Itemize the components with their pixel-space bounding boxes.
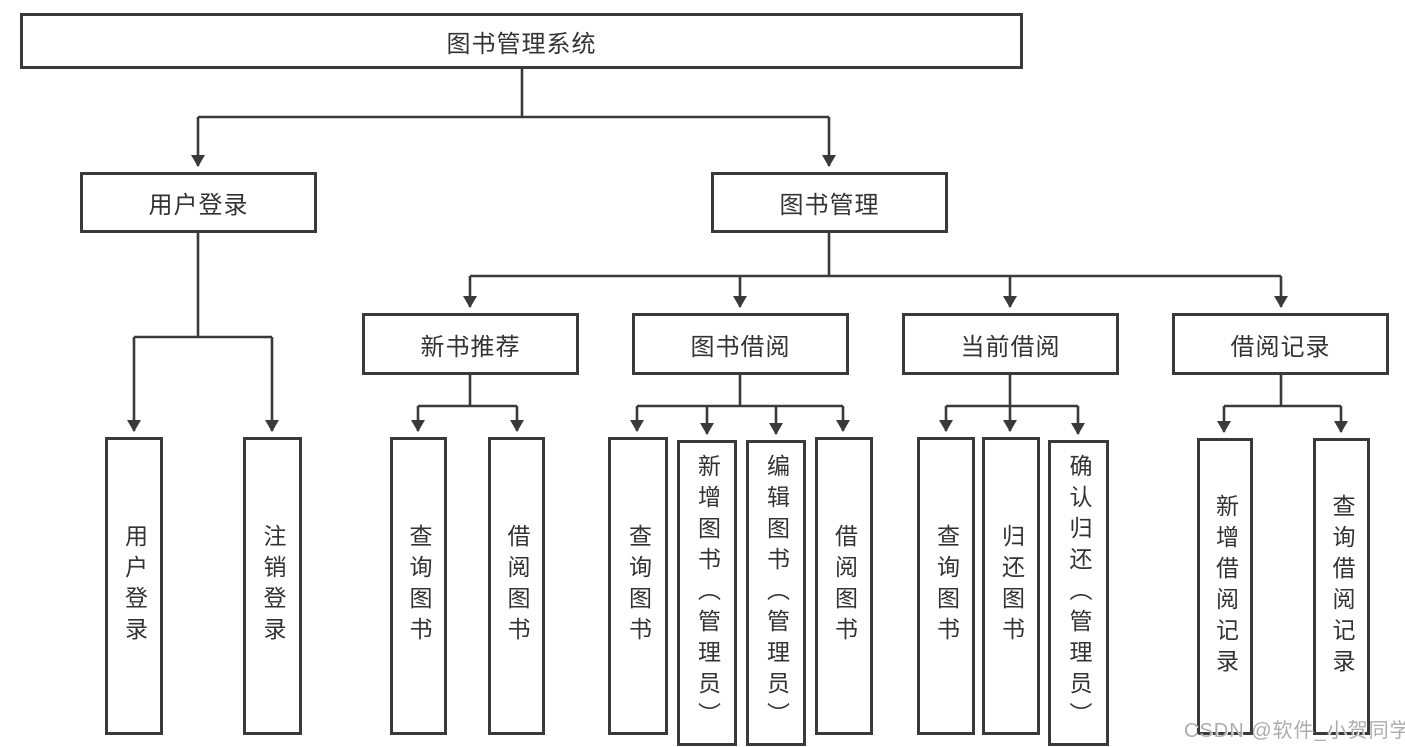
node-label: 注销登录 [260, 524, 286, 648]
leaf-rec-borrow-books: 借阅图书 [488, 437, 545, 735]
leaf-bb-borrow-books: 借阅图书 [815, 437, 873, 735]
node-label: 借阅记录 [1230, 333, 1331, 361]
leaf-cb-return-books: 归还图书 [982, 437, 1040, 735]
node-label: 编辑图书（管理员） [763, 453, 790, 733]
node-new-book-rec: 新书推荐 [362, 313, 579, 375]
node-label: 查询借阅记录 [1329, 493, 1355, 680]
csdn-watermark: CSDN @软件_小贺同学 [1184, 720, 1405, 742]
leaf-user-login: 用户登录 [105, 437, 163, 735]
leaf-cb-confirm-return-admin: 确认归还（管理员） [1048, 440, 1109, 746]
node-book-borrow: 图书借阅 [632, 313, 849, 375]
node-label: 新书推荐 [420, 333, 521, 361]
node-label: 图书管理系统 [446, 30, 597, 58]
node-label: 新增图书（管理员） [694, 453, 721, 733]
node-label: 用户登录 [121, 524, 148, 648]
leaf-bb-query-books: 查询图书 [608, 437, 668, 735]
node-label: 查询图书 [406, 524, 432, 648]
node-label: 借阅图书 [831, 524, 858, 648]
node-current-borrow: 当前借阅 [902, 313, 1119, 375]
node-user-login: 用户登录 [80, 172, 317, 233]
node-book-mgmt: 图书管理 [711, 172, 948, 233]
leaf-bb-add-books-admin: 新增图书（管理员） [677, 440, 737, 746]
node-label: 图书管理 [779, 192, 880, 219]
node-root-system: 图书管理系统 [20, 13, 1023, 69]
leaf-bb-edit-books-admin: 编辑图书（管理员） [746, 440, 806, 746]
node-label: 借阅图书 [504, 524, 530, 648]
node-label: 查询图书 [625, 524, 652, 648]
node-label: 图书借阅 [690, 333, 791, 361]
node-label: 新增借阅记录 [1212, 493, 1239, 680]
node-label: 当前借阅 [960, 333, 1061, 361]
node-label: 归还图书 [998, 524, 1025, 648]
leaf-logout: 注销登录 [243, 437, 302, 735]
node-borrow-records: 借阅记录 [1172, 313, 1389, 375]
node-label: 确认归还（管理员） [1066, 453, 1092, 733]
leaf-cb-query-books: 查询图书 [917, 437, 975, 735]
leaf-rec-query-books: 查询图书 [390, 437, 447, 735]
node-label: 查询图书 [933, 524, 960, 648]
leaf-br-add-record: 新增借阅记录 [1197, 438, 1253, 735]
leaf-br-query-record: 查询借阅记录 [1313, 438, 1370, 735]
node-label: 用户登录 [148, 192, 249, 219]
